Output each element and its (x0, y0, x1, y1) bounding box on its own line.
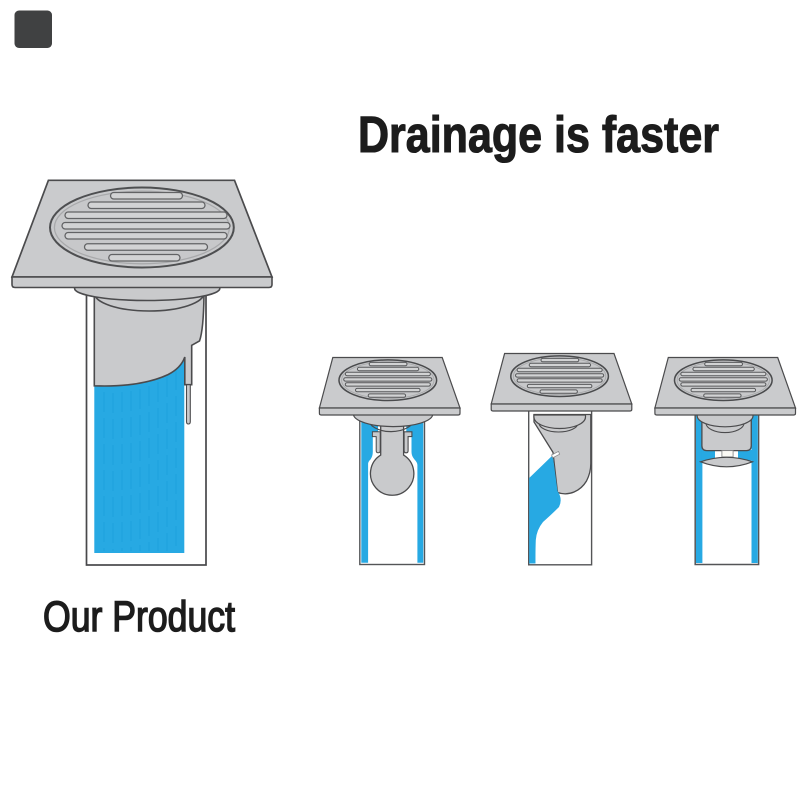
svg-text:Our Product: Our Product (43, 593, 235, 641)
svg-text:Drainage is faster: Drainage is faster (358, 106, 719, 163)
